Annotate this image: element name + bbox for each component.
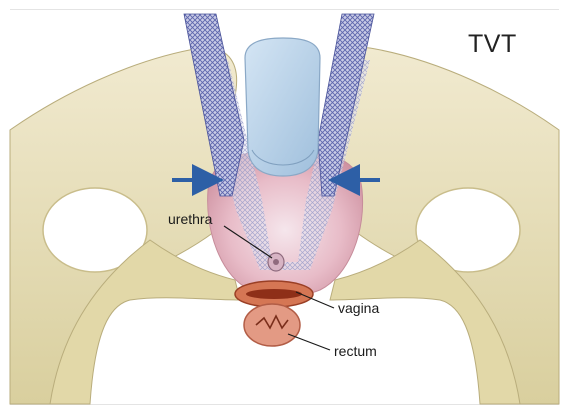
rectum-leader-line — [288, 334, 330, 350]
rectum-label: rectum — [334, 343, 377, 359]
urethra-opening — [273, 259, 279, 265]
figure-title: TVT — [468, 30, 517, 59]
urethra-label: urethra — [168, 211, 213, 227]
vagina-lumen — [246, 289, 302, 299]
vagina-label: vagina — [338, 300, 379, 316]
